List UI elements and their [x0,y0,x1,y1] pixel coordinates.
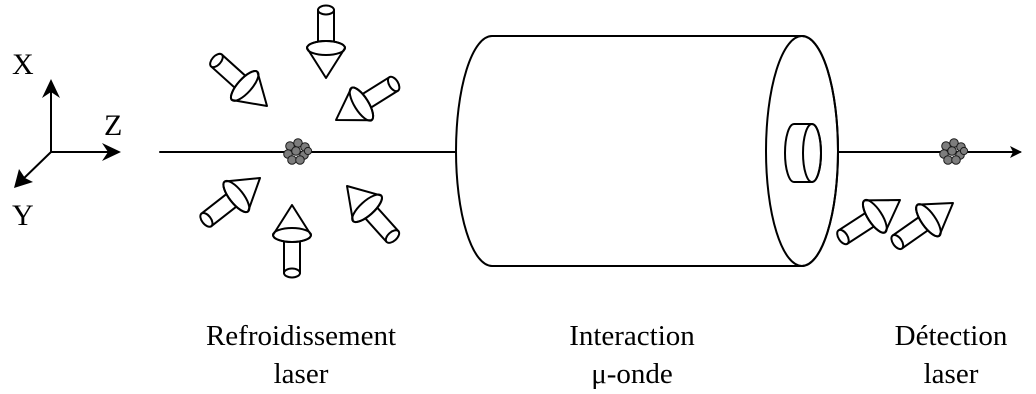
axis-label-z: Z [104,109,122,142]
atom-cloud-icon [283,138,313,165]
atom-cloud-icon [939,138,969,165]
laser-beam-arrow-icon [306,4,346,79]
stage-label-interaction-line2: μ-onde [591,358,673,390]
stage-label-detection-line1: Détection [895,320,1008,352]
axis-label-y: Y [12,199,34,232]
microwave-cavity-icon [455,35,839,267]
laser-beam-arrow-icon [199,42,281,122]
coordinate-axes: X Z Y [12,48,122,232]
axis-label-x: X [12,48,34,81]
laser-beam-arrow-icon [881,186,965,262]
laser-beam-arrow-icon [324,64,409,138]
laser-beam-arrow-icon [190,162,273,239]
stage-label-detection-line2: laser [924,358,979,390]
stage-label-interaction-line1: Interaction [569,320,695,352]
stage-label-cooling-line1: Refroidissement [206,320,396,352]
stage-labels: Refroidissement laser Interaction μ-onde… [206,320,1008,390]
laser-beam-arrow-icon [331,172,411,254]
laser-beam-arrow-icon [272,204,312,279]
detection-beams [827,183,965,262]
stage-label-cooling-line2: laser [274,358,329,390]
